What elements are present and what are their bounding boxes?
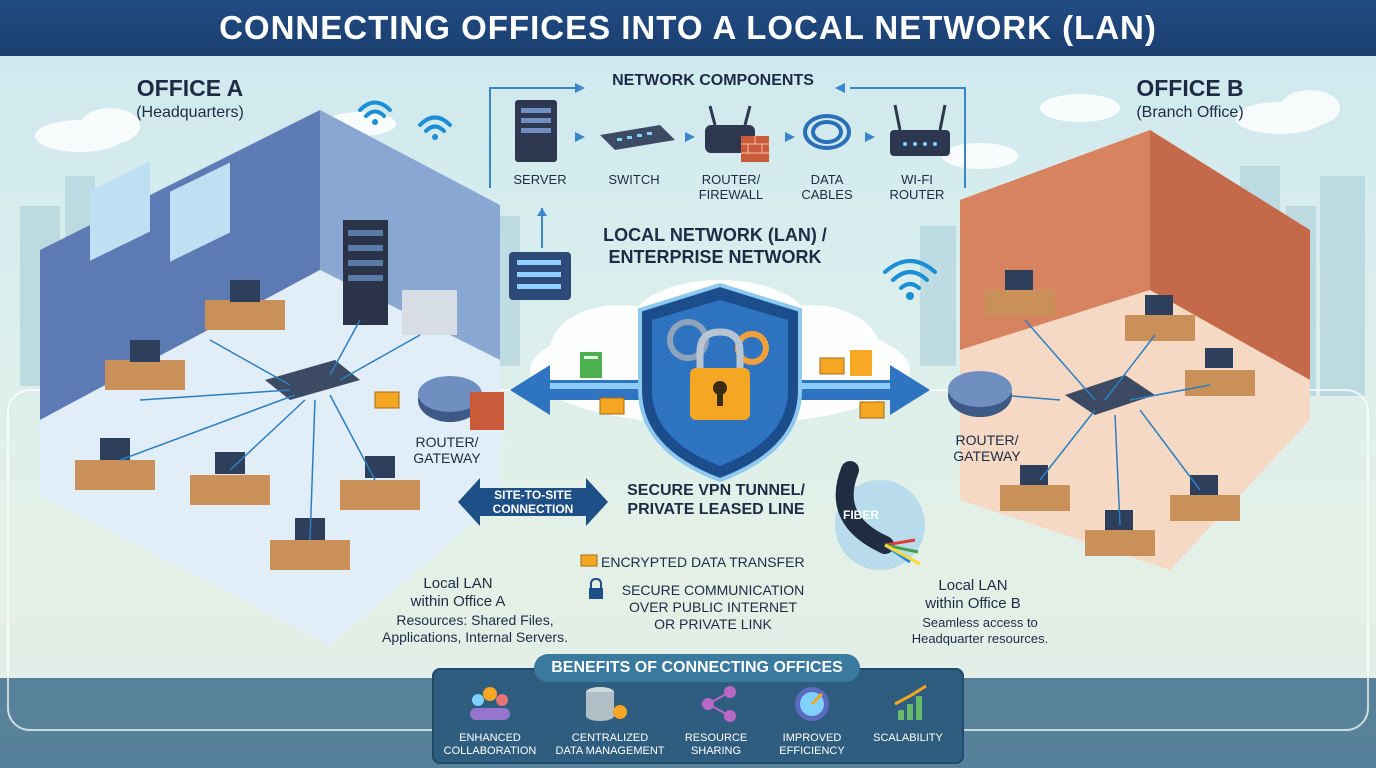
office-a-router-icon — [374, 376, 504, 430]
benefits-heading: BENEFITS OF CONNECTING OFFICES — [534, 654, 860, 682]
benefit-icons-row — [470, 684, 927, 722]
component-label-switch: SWITCH — [608, 172, 660, 187]
server-icon — [515, 100, 557, 162]
switch-icon — [600, 125, 675, 150]
office-a-router-label: ROUTER/ GATEWAY — [413, 434, 481, 466]
office-a-caption-body: Resources: Shared Files, Applications, I… — [382, 612, 568, 645]
office-a-subtitle: (Headquarters) — [136, 104, 244, 121]
secure-communication-text: SECURE COMMUNICATION OVER PUBLIC INTERNE… — [621, 582, 805, 632]
benefit-label-efficiency: IMPROVED EFFICIENCY — [779, 732, 845, 757]
component-label-server: SERVER — [513, 172, 567, 187]
wifi-icon — [358, 100, 452, 140]
database-icon — [586, 687, 627, 721]
office-a-title: OFFICE A — [136, 75, 244, 101]
benefit-label-data-management: CENTRALIZED DATA MANAGEMENT — [555, 732, 665, 757]
components-heading: NETWORK COMPONENTS — [612, 72, 814, 89]
fiber-cable-icon — [835, 461, 925, 570]
office-b-title: OFFICE B — [1136, 75, 1244, 101]
benefit-label-collaboration: ENHANCED COLLABORATION — [443, 732, 537, 757]
cable-icon — [803, 114, 851, 150]
share-icon — [702, 686, 736, 722]
component-label-data-cables: DATA CABLES — [801, 172, 853, 202]
vpn-label: SECURE VPN TUNNEL/ PRIVATE LEASED LINE — [627, 482, 805, 518]
office-a-caption-title: Local LAN within Office A — [410, 575, 506, 610]
office-b-caption-title: Local LAN within Office B — [925, 577, 1021, 612]
office-b-router-icon — [948, 371, 1012, 417]
gauge-icon — [795, 687, 829, 721]
page-title: CONNECTING OFFICES INTO A LOCAL NETWORK … — [0, 0, 1376, 56]
office-b-subtitle: (Branch Office) — [1136, 104, 1244, 121]
wifi-router-icon — [890, 104, 950, 156]
router-firewall-icon — [705, 105, 769, 162]
fiber-label: FIBER — [843, 508, 879, 522]
component-label-wifi-router: WI-FI ROUTER — [889, 172, 945, 202]
office-b-room — [960, 130, 1310, 570]
site-to-site-arrow — [458, 478, 608, 526]
lock-icon — [589, 578, 603, 599]
growth-chart-icon — [894, 684, 927, 720]
component-icons-row — [515, 100, 950, 162]
components-connector — [489, 83, 966, 188]
encrypted-transfer-text: ENCRYPTED DATA TRANSFER — [601, 554, 805, 570]
lan-heading: LOCAL NETWORK (LAN) / ENTERPRISE NETWORK — [603, 225, 827, 267]
monitoring-panel-icon — [509, 208, 571, 300]
benefit-label-resource-sharing: RESOURCE SHARING — [684, 732, 748, 757]
office-b-caption-body: Seamless access to Headquarter resources… — [911, 615, 1049, 646]
office-a-room — [40, 110, 500, 645]
vpn-cloud-shield — [510, 280, 930, 483]
site-to-site-label: SITE-TO-SITE CONNECTION — [492, 488, 574, 516]
wifi-icon — [883, 259, 937, 300]
component-label-router-firewall: ROUTER/ FIREWALL — [698, 172, 764, 202]
envelope-icon — [580, 554, 598, 567]
benefit-label-scalability: SCALABILITY — [873, 732, 943, 744]
collaboration-icon — [470, 687, 510, 720]
office-b-router-label: ROUTER/ GATEWAY — [953, 432, 1021, 464]
